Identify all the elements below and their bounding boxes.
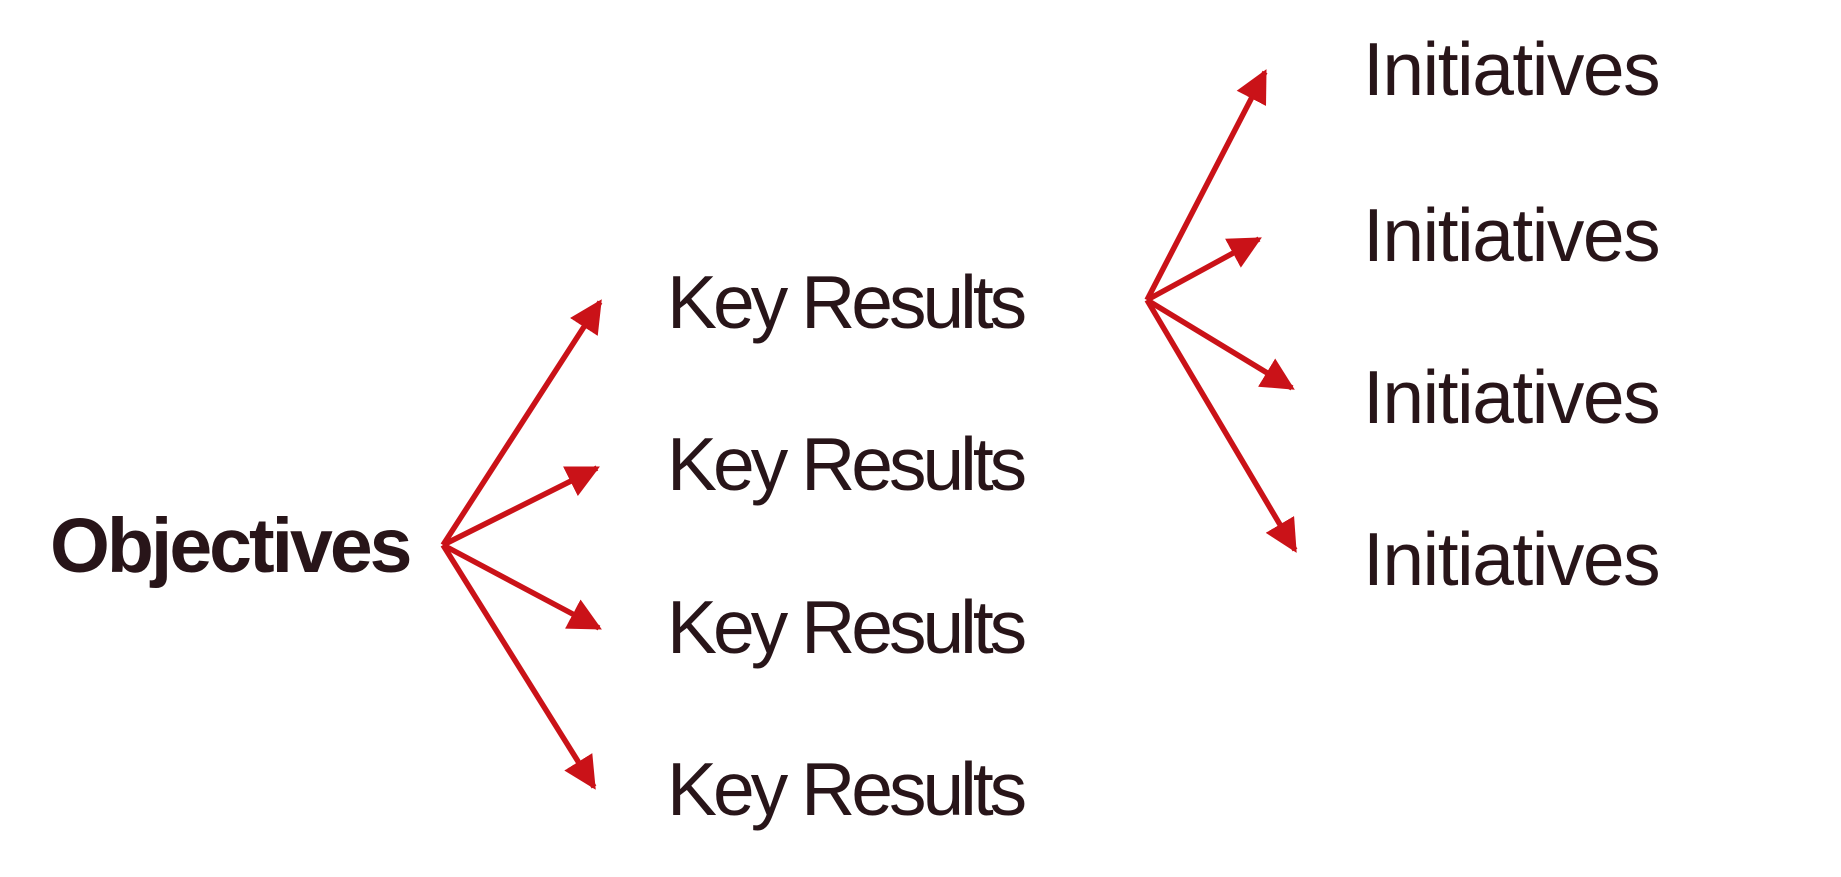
arrow-key-result-1-to-initiative-2 [1145, 236, 1262, 303]
arrow-key-result-1-to-initiative-4 [1144, 298, 1298, 553]
arrow-objective-to-key-result-2 [441, 465, 600, 548]
initiative-label-2: Initiatives [1363, 193, 1659, 277]
arrow-objective-to-key-result-3 [441, 542, 602, 631]
key-result-label-3: Key Results [667, 585, 1025, 669]
objective-label: Objectives [50, 503, 410, 589]
key-result-label-2: Key Results [667, 422, 1025, 506]
arrow-objective-to-key-result-1 [440, 299, 603, 547]
arrow-objective-to-key-result-4 [440, 543, 597, 790]
initiative-label-3: Initiatives [1363, 355, 1659, 439]
initiative-label-4: Initiatives [1363, 517, 1659, 601]
initiative-label-1: Initiatives [1363, 27, 1659, 111]
arrow-key-result-1-to-initiative-3 [1145, 297, 1295, 391]
key-result-label-1: Key Results [667, 260, 1025, 344]
arrow-key-result-1-to-initiative-1 [1144, 69, 1268, 302]
key-result-label-4: Key Results [667, 747, 1025, 831]
